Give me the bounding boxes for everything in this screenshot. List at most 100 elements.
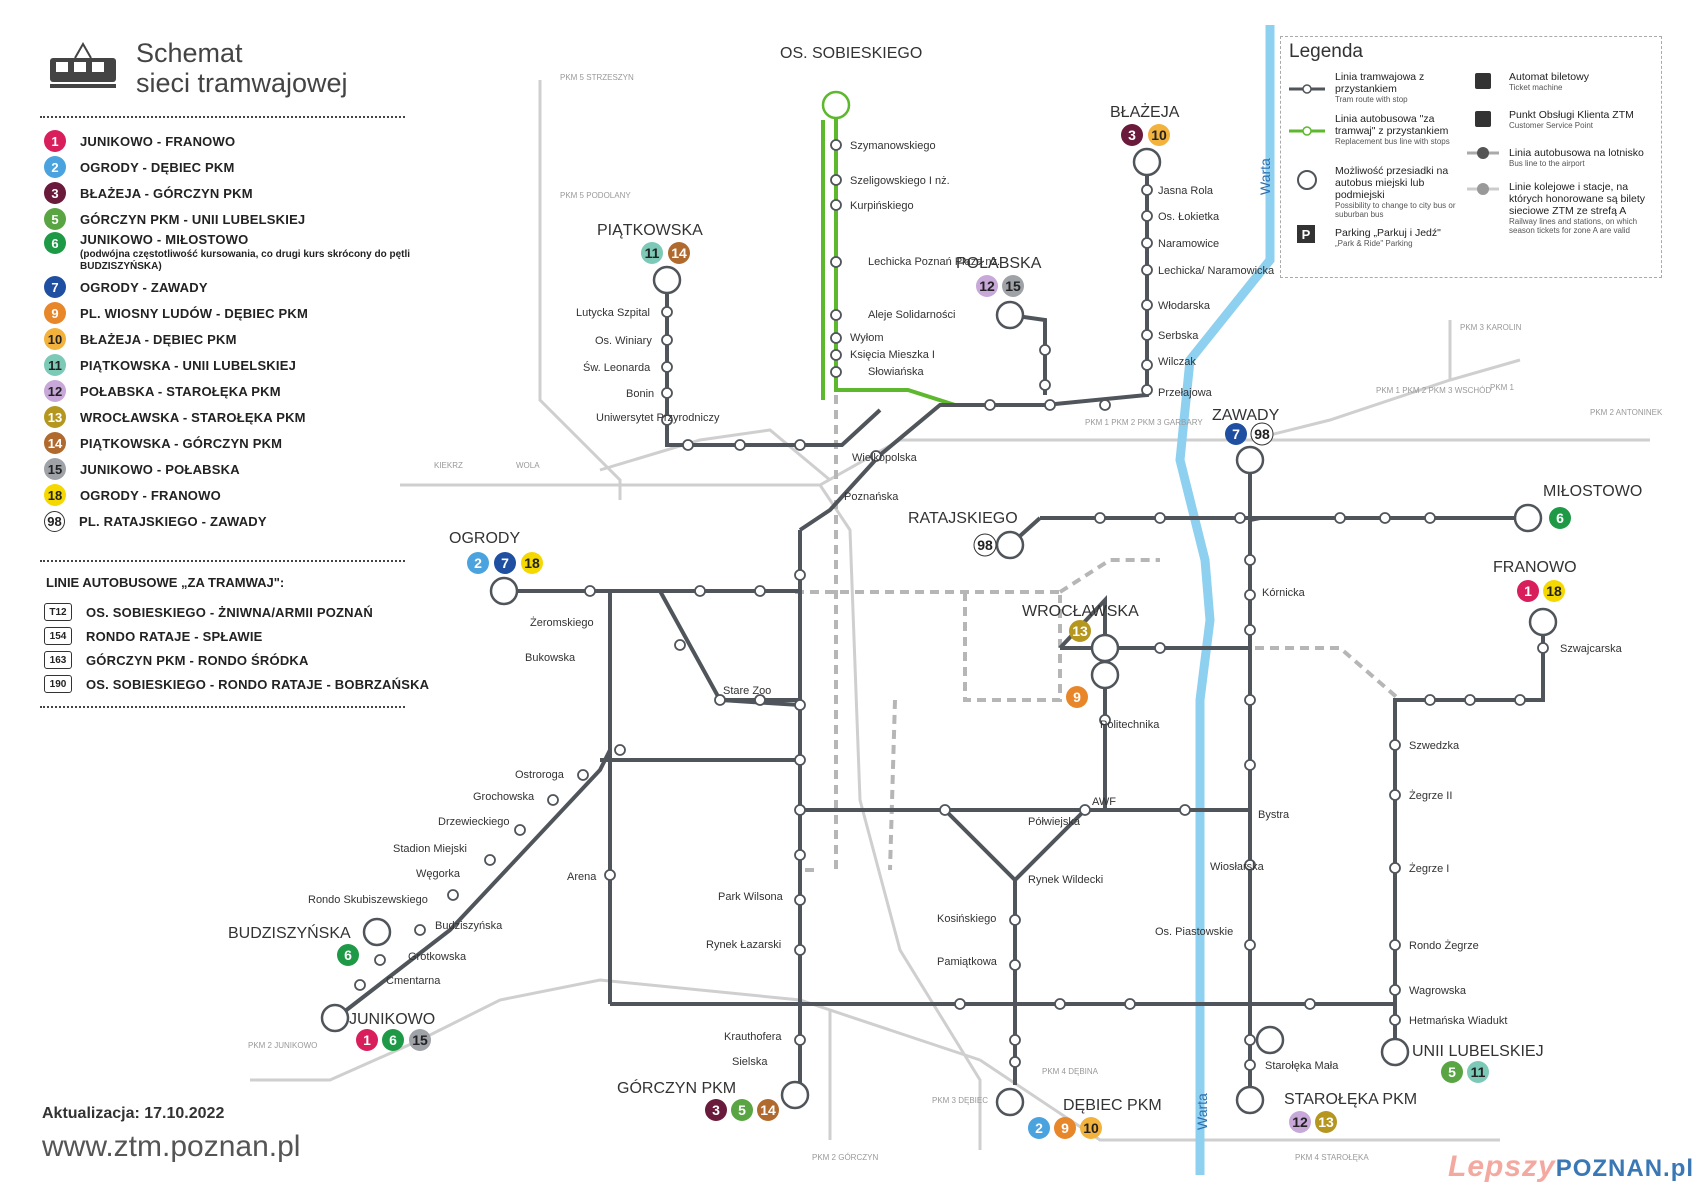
railway-labels: PKM 5 STRZESZYN PKM 5 PODOLANY KIEKRZ WO… xyxy=(248,73,1663,1162)
svg-text:PKM 1 PKM 2 PKM 3 WSCHÓD: PKM 1 PKM 2 PKM 3 WSCHÓD xyxy=(1376,386,1491,395)
watermark-logo: LepszyPOZNAN.pl xyxy=(1448,1150,1695,1183)
svg-text:6: 6 xyxy=(1556,510,1564,526)
svg-text:Park Wilsona: Park Wilsona xyxy=(718,891,784,903)
divider xyxy=(40,560,405,562)
svg-text:Uniwersytet Przyrodniczy: Uniwersytet Przyrodniczy xyxy=(596,412,720,424)
svg-text:Drzewieckiego: Drzewieckiego xyxy=(438,816,510,828)
svg-text:PKM 3 DĘBIEC: PKM 3 DĘBIEC xyxy=(932,1096,988,1105)
svg-text:Cmentarna: Cmentarna xyxy=(386,975,441,987)
svg-text:PKM 4 STAROŁĘKA: PKM 4 STAROŁĘKA xyxy=(1295,1153,1369,1162)
legend-item: Możliwość przesiadki na autobus miejski … xyxy=(1335,165,1456,219)
svg-text:Wyłom: Wyłom xyxy=(850,332,884,344)
svg-text:Lechicka/ Naramowicka: Lechicka/ Naramowicka xyxy=(1158,265,1275,277)
svg-text:WOLA: WOLA xyxy=(516,461,540,470)
svg-text:Szwajcarska: Szwajcarska xyxy=(1560,643,1623,655)
svg-text:Os. Łokietka: Os. Łokietka xyxy=(1158,211,1220,223)
svg-text:6: 6 xyxy=(389,1032,397,1048)
svg-text:Grochowska: Grochowska xyxy=(473,791,535,803)
warta-river xyxy=(1175,25,1275,1175)
svg-text:Hetmańska Wiadukt: Hetmańska Wiadukt xyxy=(1409,1015,1507,1027)
terminus-label: OGRODY xyxy=(449,530,520,547)
svg-text:Serbska: Serbska xyxy=(1158,330,1199,342)
svg-text:Os. Winiary: Os. Winiary xyxy=(595,335,652,347)
svg-text:Kórnicka: Kórnicka xyxy=(1262,587,1306,599)
svg-text:Wilczak: Wilczak xyxy=(1158,356,1196,368)
svg-text:3: 3 xyxy=(712,1102,720,1118)
svg-text:Szwedzka: Szwedzka xyxy=(1409,740,1460,752)
terminus-label: DĘBIEC PKM xyxy=(1063,1097,1162,1114)
svg-text:P: P xyxy=(1302,227,1311,242)
legend-item: Linia autobusowa "za tramwaj" z przystan… xyxy=(1335,113,1450,146)
svg-text:Św. Leonarda: Św. Leonarda xyxy=(583,361,651,374)
divider xyxy=(40,116,405,118)
svg-text:Stadion Miejski: Stadion Miejski xyxy=(393,843,467,855)
svg-text:14: 14 xyxy=(760,1102,776,1118)
svg-text:Żegrze II: Żegrze II xyxy=(1409,789,1452,802)
svg-text:1: 1 xyxy=(363,1032,371,1048)
bus-section-title: LINIE AUTOBUSOWE „ZA TRAMWAJ": xyxy=(46,575,285,590)
terminus-labels: OS. SOBIESKIEGO BŁAŻEJA PIĄTKOWSKA POŁAB… xyxy=(228,45,1642,1114)
svg-text:7: 7 xyxy=(501,555,509,571)
svg-text:Lechicka Poznań Plaza nż.: Lechicka Poznań Plaza nż. xyxy=(868,256,1000,268)
page-title: Schemat sieci tramwajowej xyxy=(136,38,348,98)
svg-text:Politechnika: Politechnika xyxy=(1100,719,1160,731)
svg-text:Bukowska: Bukowska xyxy=(525,652,576,664)
svg-text:Budziszyńska: Budziszyńska xyxy=(435,920,503,932)
terminus-label: OS. SOBIESKIEGO xyxy=(780,45,922,62)
svg-text:Rynek Łazarski: Rynek Łazarski xyxy=(706,939,781,951)
svg-text:Słowiańska: Słowiańska xyxy=(868,366,925,378)
terminus-badges: 3 10 11 14 12 15 7 98 6 1 18 2 7 18 98 1… xyxy=(337,124,1571,1139)
termini-circles xyxy=(320,90,1558,1117)
svg-text:Sielska: Sielska xyxy=(732,1056,768,1068)
svg-text:PKM 1: PKM 1 xyxy=(1490,383,1515,392)
svg-text:5: 5 xyxy=(738,1102,746,1118)
svg-text:2: 2 xyxy=(1035,1120,1043,1136)
tram-lines xyxy=(338,165,1545,1090)
svg-text:PKM 1 PKM 2 PKM 3 GARBARY: PKM 1 PKM 2 PKM 3 GARBARY xyxy=(1085,418,1203,427)
svg-text:9: 9 xyxy=(1061,1120,1069,1136)
svg-text:10: 10 xyxy=(1151,127,1167,143)
svg-text:Księcia Mieszka I: Księcia Mieszka I xyxy=(850,349,935,361)
svg-text:Włodarska: Włodarska xyxy=(1158,300,1211,312)
railway-lines xyxy=(250,80,1650,1150)
website-url[interactable]: www.ztm.poznan.pl xyxy=(42,1130,301,1163)
svg-text:12: 12 xyxy=(1292,1114,1308,1130)
svg-text:PKM 5 STRZESZYN: PKM 5 STRZESZYN xyxy=(560,73,634,82)
svg-text:Naramowice: Naramowice xyxy=(1158,238,1219,250)
svg-text:Przełajowa: Przełajowa xyxy=(1158,387,1213,399)
legend-symbols: P xyxy=(1289,84,1325,243)
svg-text:Półwiejska: Półwiejska xyxy=(1028,816,1081,828)
svg-text:13: 13 xyxy=(1318,1114,1334,1130)
svg-text:AWF: AWF xyxy=(1092,796,1116,808)
svg-text:1: 1 xyxy=(1524,583,1532,599)
svg-text:Starołęka Mała: Starołęka Mała xyxy=(1265,1060,1339,1072)
svg-text:Poznańska: Poznańska xyxy=(844,491,899,503)
svg-text:2: 2 xyxy=(474,555,482,571)
svg-text:98: 98 xyxy=(977,537,993,553)
terminus-label: GÓRCZYN PKM xyxy=(617,1078,736,1097)
svg-text:Rondo Żegrze: Rondo Żegrze xyxy=(1409,939,1479,952)
svg-text:Żeromskiego: Żeromskiego xyxy=(530,616,594,629)
svg-text:13: 13 xyxy=(1072,623,1088,639)
divider xyxy=(40,706,405,708)
terminus-label: UNII LUBELSKIEJ xyxy=(1412,1043,1544,1060)
terminus-label: JUNIKOWO xyxy=(349,1011,435,1028)
terminus-label: PIĄTKOWSKA xyxy=(597,222,703,239)
svg-text:Kosińskiego: Kosińskiego xyxy=(937,913,996,925)
svg-text:Pamiątkowa: Pamiątkowa xyxy=(937,956,998,968)
stop-labels: Szymanowskiego Szeligowskiego I nż. Kurp… xyxy=(308,140,1623,1072)
